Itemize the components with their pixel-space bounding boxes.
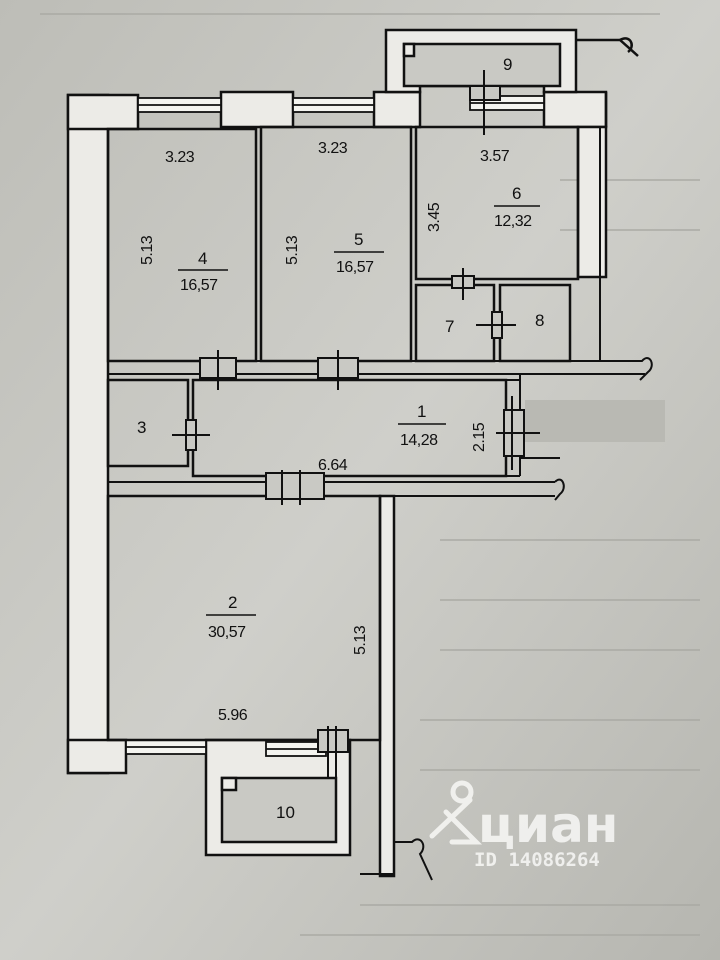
- watermark: циан ID 14086264: [429, 780, 618, 871]
- door-room2: [265, 472, 325, 500]
- room-1-depth: 2.15: [471, 422, 488, 452]
- room-2-depth: 5.13: [352, 625, 369, 655]
- watermark-id: ID 14086264: [474, 849, 600, 871]
- room-4-number: 4: [198, 249, 207, 268]
- door-balcony10: [317, 729, 349, 753]
- room-1-width: 6.64: [318, 457, 348, 474]
- doors: [172, 70, 540, 778]
- room-9-number: 9: [503, 55, 512, 74]
- background-highlight: [525, 400, 665, 442]
- wall-top-4: [542, 90, 608, 129]
- wall-bottom-left: [66, 738, 128, 775]
- room-2-number: 2: [228, 593, 237, 612]
- room-4-width: 3.23: [165, 149, 195, 166]
- room-6-outline: [414, 125, 580, 281]
- room-6-number: 6: [512, 184, 521, 203]
- room-1-number: 1: [417, 402, 426, 421]
- watermark-brand: циан: [478, 796, 618, 854]
- location-pin-icon: [429, 780, 483, 845]
- room-1-area: 14,28: [400, 432, 438, 449]
- balcony-10: [204, 738, 352, 857]
- wall-left: [66, 93, 110, 775]
- room-6-depth: 3.45: [426, 202, 443, 232]
- room-10-number: 10: [276, 803, 295, 822]
- room-2-outline: [106, 494, 382, 742]
- wall-right-upper: [576, 125, 608, 279]
- wall-top-1: [66, 93, 140, 131]
- room-8-number: 8: [535, 311, 544, 330]
- wall-lower-right: [378, 494, 396, 878]
- wall-top-2: [219, 90, 295, 129]
- room-5-depth: 5.13: [284, 235, 301, 265]
- room-6-area: 12,32: [494, 213, 532, 230]
- room-2-area: 30,57: [208, 624, 246, 641]
- room-3-number: 3: [137, 418, 146, 437]
- room-4-area: 16,57: [180, 277, 218, 294]
- room-5-area: 16,57: [336, 259, 374, 276]
- room-2-width: 5.96: [218, 707, 248, 724]
- balcony-9: [384, 28, 639, 127]
- room-7-number: 7: [445, 317, 454, 336]
- room-5-number: 5: [354, 230, 363, 249]
- wall-top-3: [372, 90, 422, 129]
- room-4-depth: 5.13: [139, 235, 156, 265]
- room-6-width: 3.57: [480, 148, 510, 165]
- room-5-width: 3.23: [318, 140, 348, 157]
